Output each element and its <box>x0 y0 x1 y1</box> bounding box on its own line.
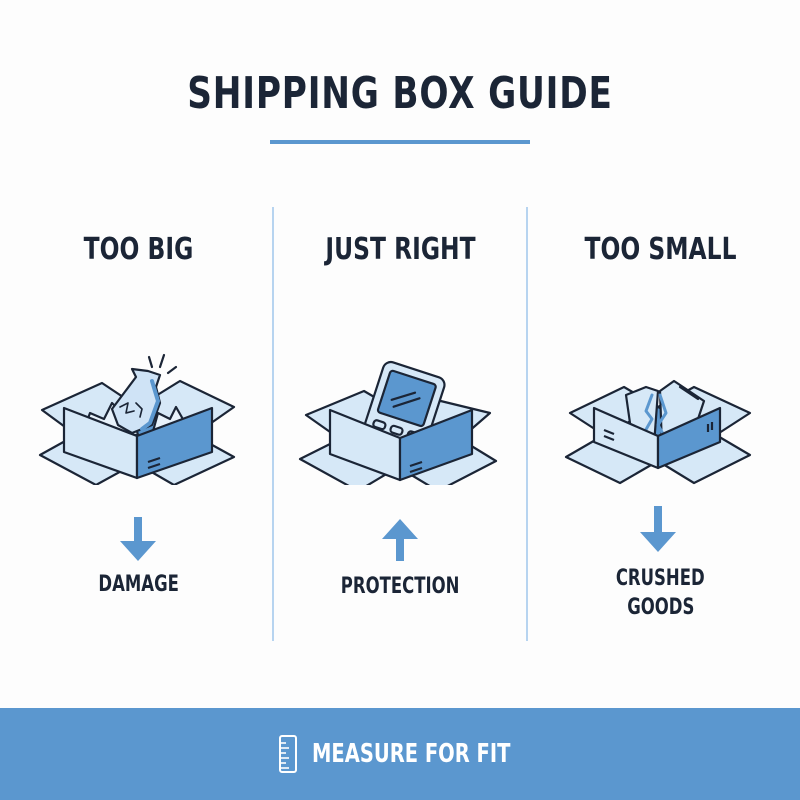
arrow-down-icon <box>120 517 156 561</box>
page-title: SHIPPING BOX GUIDE <box>187 68 613 119</box>
outcome-label: DAMAGE <box>98 572 179 597</box>
box-bodies <box>62 406 722 482</box>
footer-label: MEASURE FOR FIT <box>312 739 511 769</box>
ruler-icon <box>279 735 297 773</box>
column-just-right: JUST RIGHT <box>274 220 527 485</box>
column-too-big: TOO BIG <box>12 220 265 485</box>
outcome-label: CRUSHED GOODS <box>616 566 705 620</box>
column-heading: TOO SMALL <box>584 232 737 267</box>
column-divider <box>272 207 274 641</box>
arrow-up-icon <box>382 519 418 561</box>
column-heading: JUST RIGHT <box>325 232 476 267</box>
column-divider <box>526 207 528 641</box>
title-underline <box>270 140 530 144</box>
footer-banner: MEASURE FOR FIT <box>0 708 800 800</box>
column-too-small: TOO SMALL <box>534 220 787 485</box>
column-heading: TOO BIG <box>83 232 194 267</box>
outcome-label: PROTECTION <box>341 574 460 599</box>
arrow-down-icon <box>640 506 676 552</box>
